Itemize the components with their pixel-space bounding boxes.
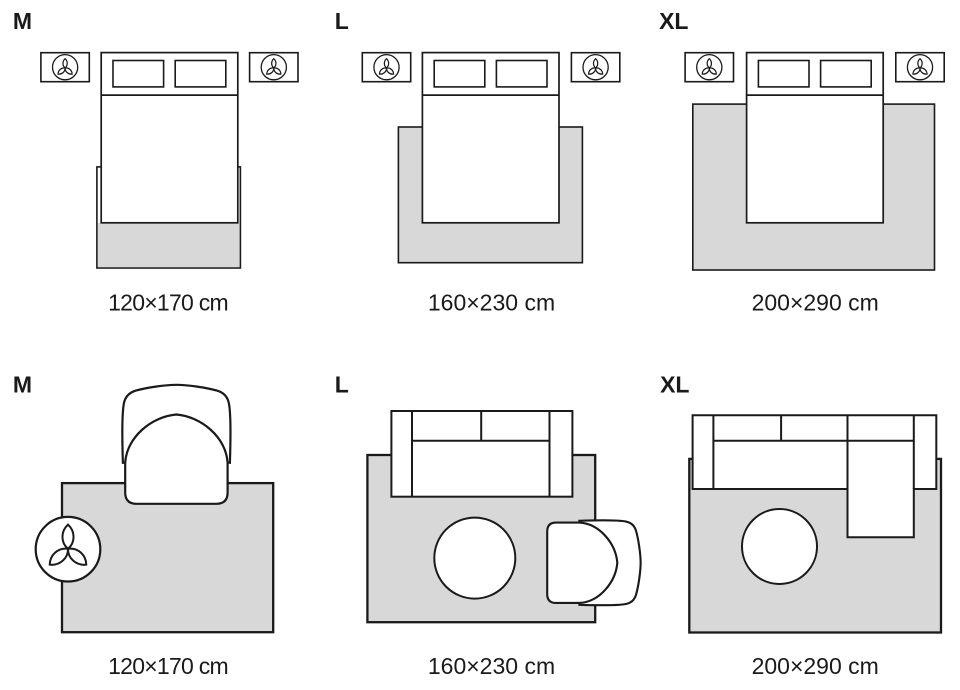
svg-text:120×170 cm: 120×170 cm	[108, 290, 228, 316]
svg-text:M: M	[13, 372, 32, 398]
svg-text:XL: XL	[659, 8, 688, 34]
svg-text:L: L	[335, 8, 349, 34]
svg-text:L: L	[335, 372, 349, 398]
svg-text:M: M	[13, 8, 32, 34]
svg-text:200×290 cm: 200×290 cm	[752, 290, 879, 316]
svg-text:160×230 cm: 160×230 cm	[428, 290, 555, 316]
svg-text:XL: XL	[660, 372, 689, 398]
svg-text:120×170 cm: 120×170 cm	[108, 653, 228, 679]
svg-text:200×290 cm: 200×290 cm	[752, 653, 879, 679]
svg-text:160×230 cm: 160×230 cm	[428, 653, 555, 679]
